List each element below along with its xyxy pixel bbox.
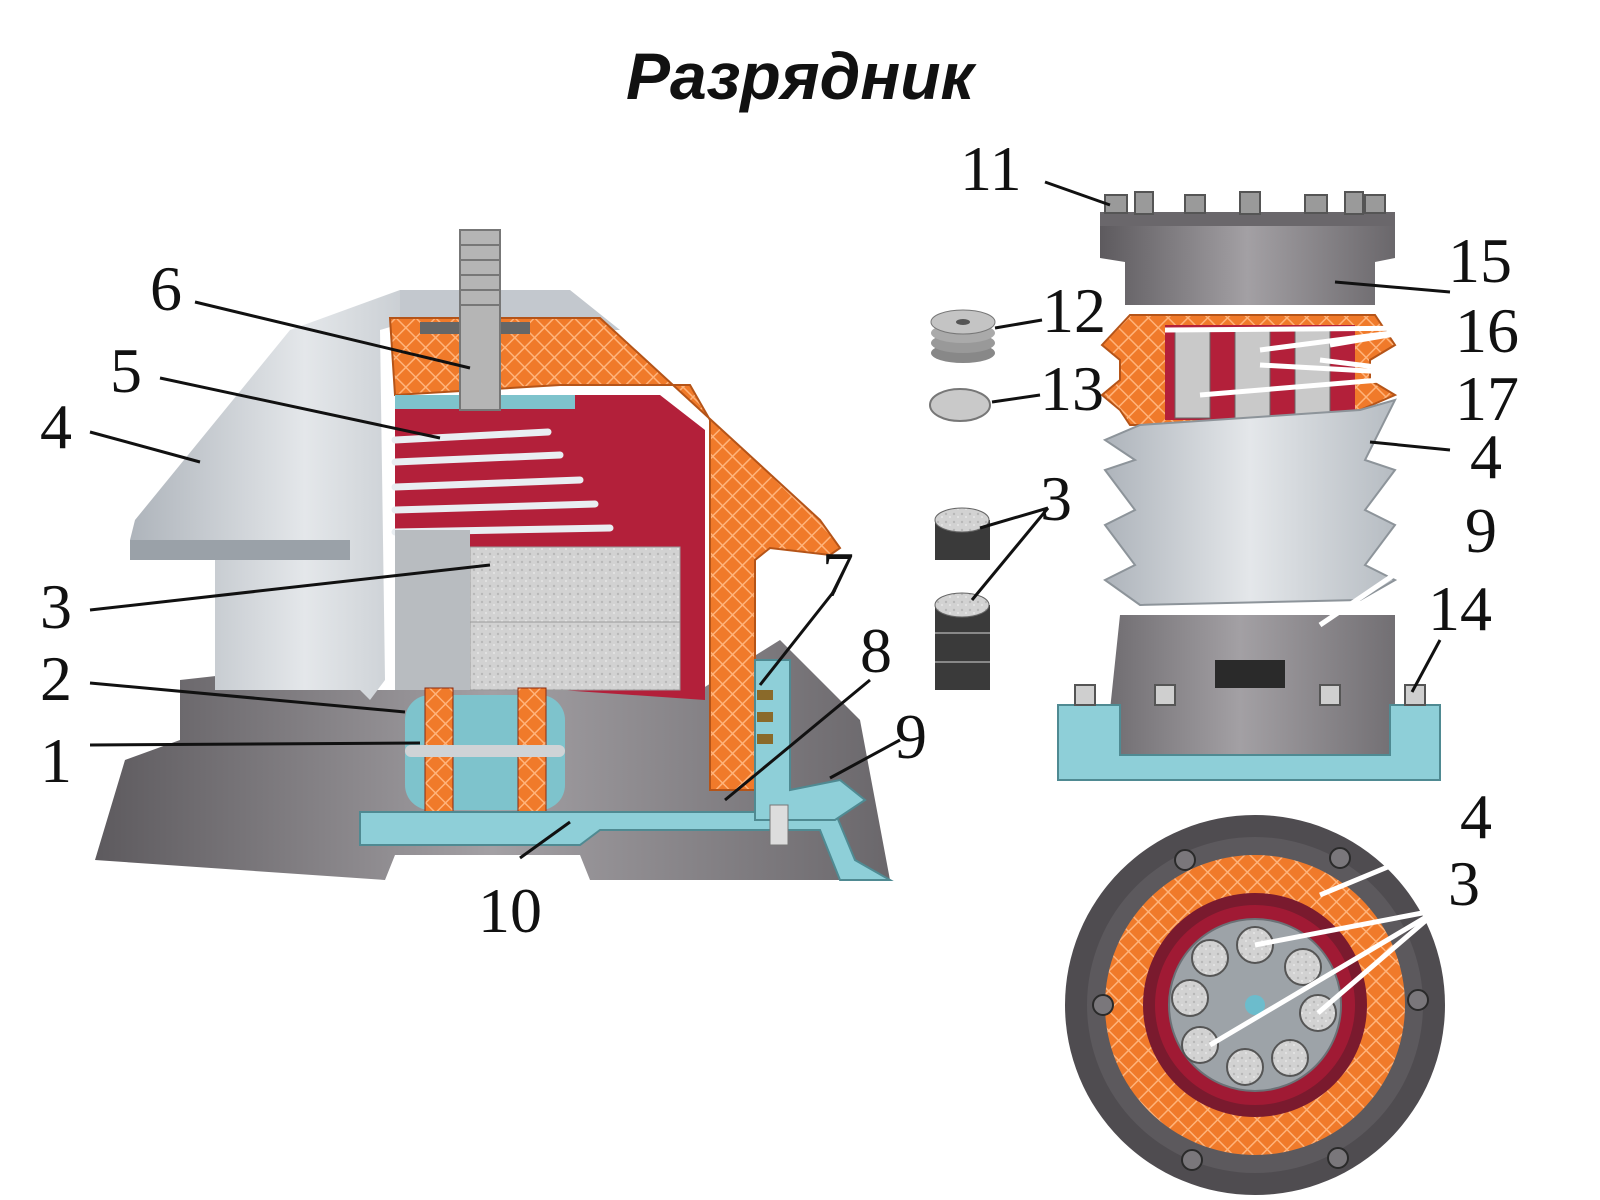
left-porcelain-housing bbox=[130, 290, 480, 700]
label-9-right: 9 bbox=[1465, 495, 1497, 566]
label-8: 8 bbox=[860, 615, 892, 686]
right-porcelain-body bbox=[1102, 398, 1398, 607]
part-3-stack bbox=[934, 592, 990, 690]
label-14: 14 bbox=[1428, 573, 1492, 644]
label-4-right: 4 bbox=[1470, 421, 1502, 492]
part-13-disc bbox=[929, 388, 991, 422]
label-7: 7 bbox=[822, 539, 854, 610]
label-15: 15 bbox=[1448, 225, 1512, 296]
left-section-view bbox=[95, 229, 894, 881]
right-nameplate bbox=[1215, 660, 1285, 688]
top-view-bolts bbox=[1092, 847, 1429, 1171]
left-porcelain-shed bbox=[130, 540, 350, 560]
left-disc-upper bbox=[469, 546, 681, 623]
label-16: 16 bbox=[1455, 295, 1519, 366]
part-3-single bbox=[934, 507, 990, 560]
label-2: 2 bbox=[40, 643, 72, 714]
left-spring bbox=[391, 428, 614, 536]
label-3: 3 bbox=[40, 571, 72, 642]
left-flange-ring bbox=[754, 659, 867, 821]
top-view-leader-lines bbox=[1208, 832, 1466, 1048]
left-leader-lines bbox=[89, 300, 901, 860]
label-12: 12 bbox=[1042, 275, 1106, 346]
label-10: 10 bbox=[478, 875, 542, 946]
right-cap bbox=[1100, 226, 1395, 305]
left-seal-rings bbox=[757, 690, 773, 744]
label-1: 1 bbox=[40, 725, 72, 796]
label-13: 13 bbox=[1040, 353, 1104, 424]
left-gap-rod bbox=[405, 745, 565, 757]
left-disc-lower bbox=[469, 621, 681, 691]
label-4: 4 bbox=[40, 391, 72, 462]
top-view-center-hole bbox=[1245, 995, 1265, 1015]
left-bolt bbox=[769, 804, 789, 846]
right-base-flange bbox=[1057, 704, 1441, 781]
label-11: 11 bbox=[960, 133, 1022, 204]
top-view bbox=[1065, 815, 1445, 1195]
left-stud-threads bbox=[460, 244, 500, 306]
right-base-bolts bbox=[1074, 684, 1426, 706]
label-3-top: 3 bbox=[1448, 848, 1480, 919]
loose-parts bbox=[929, 309, 996, 690]
label-6: 6 bbox=[150, 253, 182, 324]
left-column bbox=[395, 530, 470, 690]
label-3-parts: 3 bbox=[1040, 463, 1072, 534]
left-stud bbox=[459, 229, 501, 411]
top-view-labels: 4 3 bbox=[1448, 781, 1492, 919]
diagram-title: Разрядник bbox=[625, 39, 974, 113]
label-17: 17 bbox=[1455, 363, 1519, 434]
right-top-cover bbox=[1100, 212, 1395, 226]
left-labels: 6 5 4 3 2 1 7 8 9 10 bbox=[40, 253, 927, 946]
right-labels: 11 12 13 3 15 16 17 4 9 14 bbox=[960, 133, 1519, 644]
label-9: 9 bbox=[895, 701, 927, 772]
right-top-bolts bbox=[1104, 191, 1386, 215]
right-leader-lines bbox=[970, 180, 1462, 693]
part-12-spring-disc bbox=[930, 309, 996, 363]
label-4-top: 4 bbox=[1460, 781, 1492, 852]
right-base bbox=[1060, 615, 1420, 770]
label-5: 5 bbox=[110, 335, 142, 406]
right-external-view bbox=[1057, 191, 1441, 781]
